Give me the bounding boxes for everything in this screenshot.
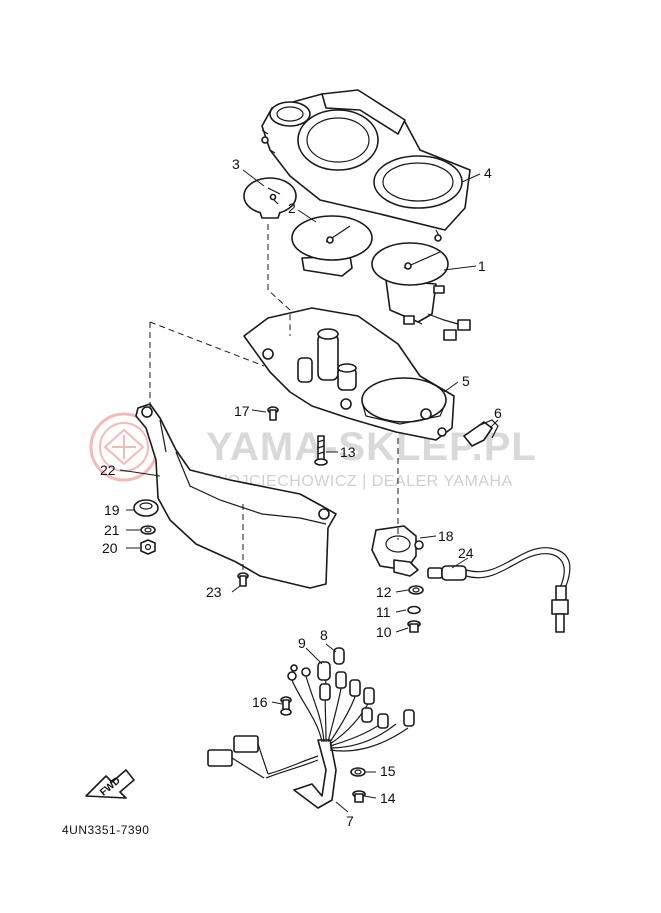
callout-15: 15: [380, 763, 396, 779]
watermark-subtitle: WOJCIECHOWICZ | DEALER YAMAHA: [212, 473, 513, 490]
callout-14: 14: [380, 790, 396, 806]
part-18-drive-unit: [371, 525, 424, 577]
part-21-washer: [140, 525, 156, 535]
callout-19: 19: [104, 502, 120, 518]
part-5-meter-case-lower: [243, 307, 455, 441]
callout-17: 17: [234, 403, 250, 419]
part-13-screw: [314, 435, 328, 466]
callout-7: 7: [346, 813, 354, 829]
part-16-screw: [280, 696, 292, 716]
callout-16: 16: [252, 694, 268, 710]
callout-11: 11: [376, 604, 391, 620]
part-11-washer: [407, 605, 421, 615]
part-17-screw: [267, 406, 279, 421]
callout-8: 8: [320, 627, 328, 643]
callout-12: 12: [376, 584, 392, 600]
part-3-small-gauge: [243, 177, 297, 219]
part-15-grommet: [350, 767, 366, 777]
fwd-arrow-icon: FWD: [85, 769, 135, 799]
part-9-bulb: [317, 661, 331, 681]
callout-6: 6: [494, 405, 502, 421]
part-1-meter-assembly: [371, 242, 471, 341]
callout-23: 23: [206, 584, 222, 600]
part-20-nut: [140, 539, 156, 555]
part-23-screw: [237, 572, 249, 587]
part-24-meter-cable: [427, 547, 571, 633]
part-2-gauge: [291, 215, 373, 277]
diagram-code: 4UN3351-7390: [62, 823, 149, 837]
callout-22: 22: [100, 462, 116, 478]
callouts: 1 2 3 4 5 6 7 8 9 10 11 12 13 14 15 16 1…: [100, 156, 502, 829]
part-10-screw: [407, 620, 421, 633]
part-7-wire-harness: [207, 664, 415, 809]
callout-21: 21: [104, 522, 120, 538]
part-19-grommet: [133, 499, 159, 517]
callout-24: 24: [458, 545, 474, 561]
callout-5: 5: [462, 373, 470, 389]
part-22-lower-cover: [135, 403, 337, 589]
part-4-meter-case-upper: [261, 89, 471, 242]
callout-3: 3: [232, 156, 240, 172]
callout-20: 20: [102, 540, 118, 556]
callout-18: 18: [438, 528, 454, 544]
part-14-screw: [352, 790, 366, 803]
callout-9: 9: [298, 635, 306, 651]
part-8-bulb: [333, 647, 345, 665]
callout-2: 2: [288, 200, 296, 216]
callout-4: 4: [484, 165, 492, 181]
callout-10: 10: [376, 624, 392, 640]
leader-lines: [119, 169, 499, 813]
callout-1: 1: [478, 258, 486, 274]
part-12-washer: [408, 585, 424, 595]
callout-13: 13: [340, 444, 356, 460]
